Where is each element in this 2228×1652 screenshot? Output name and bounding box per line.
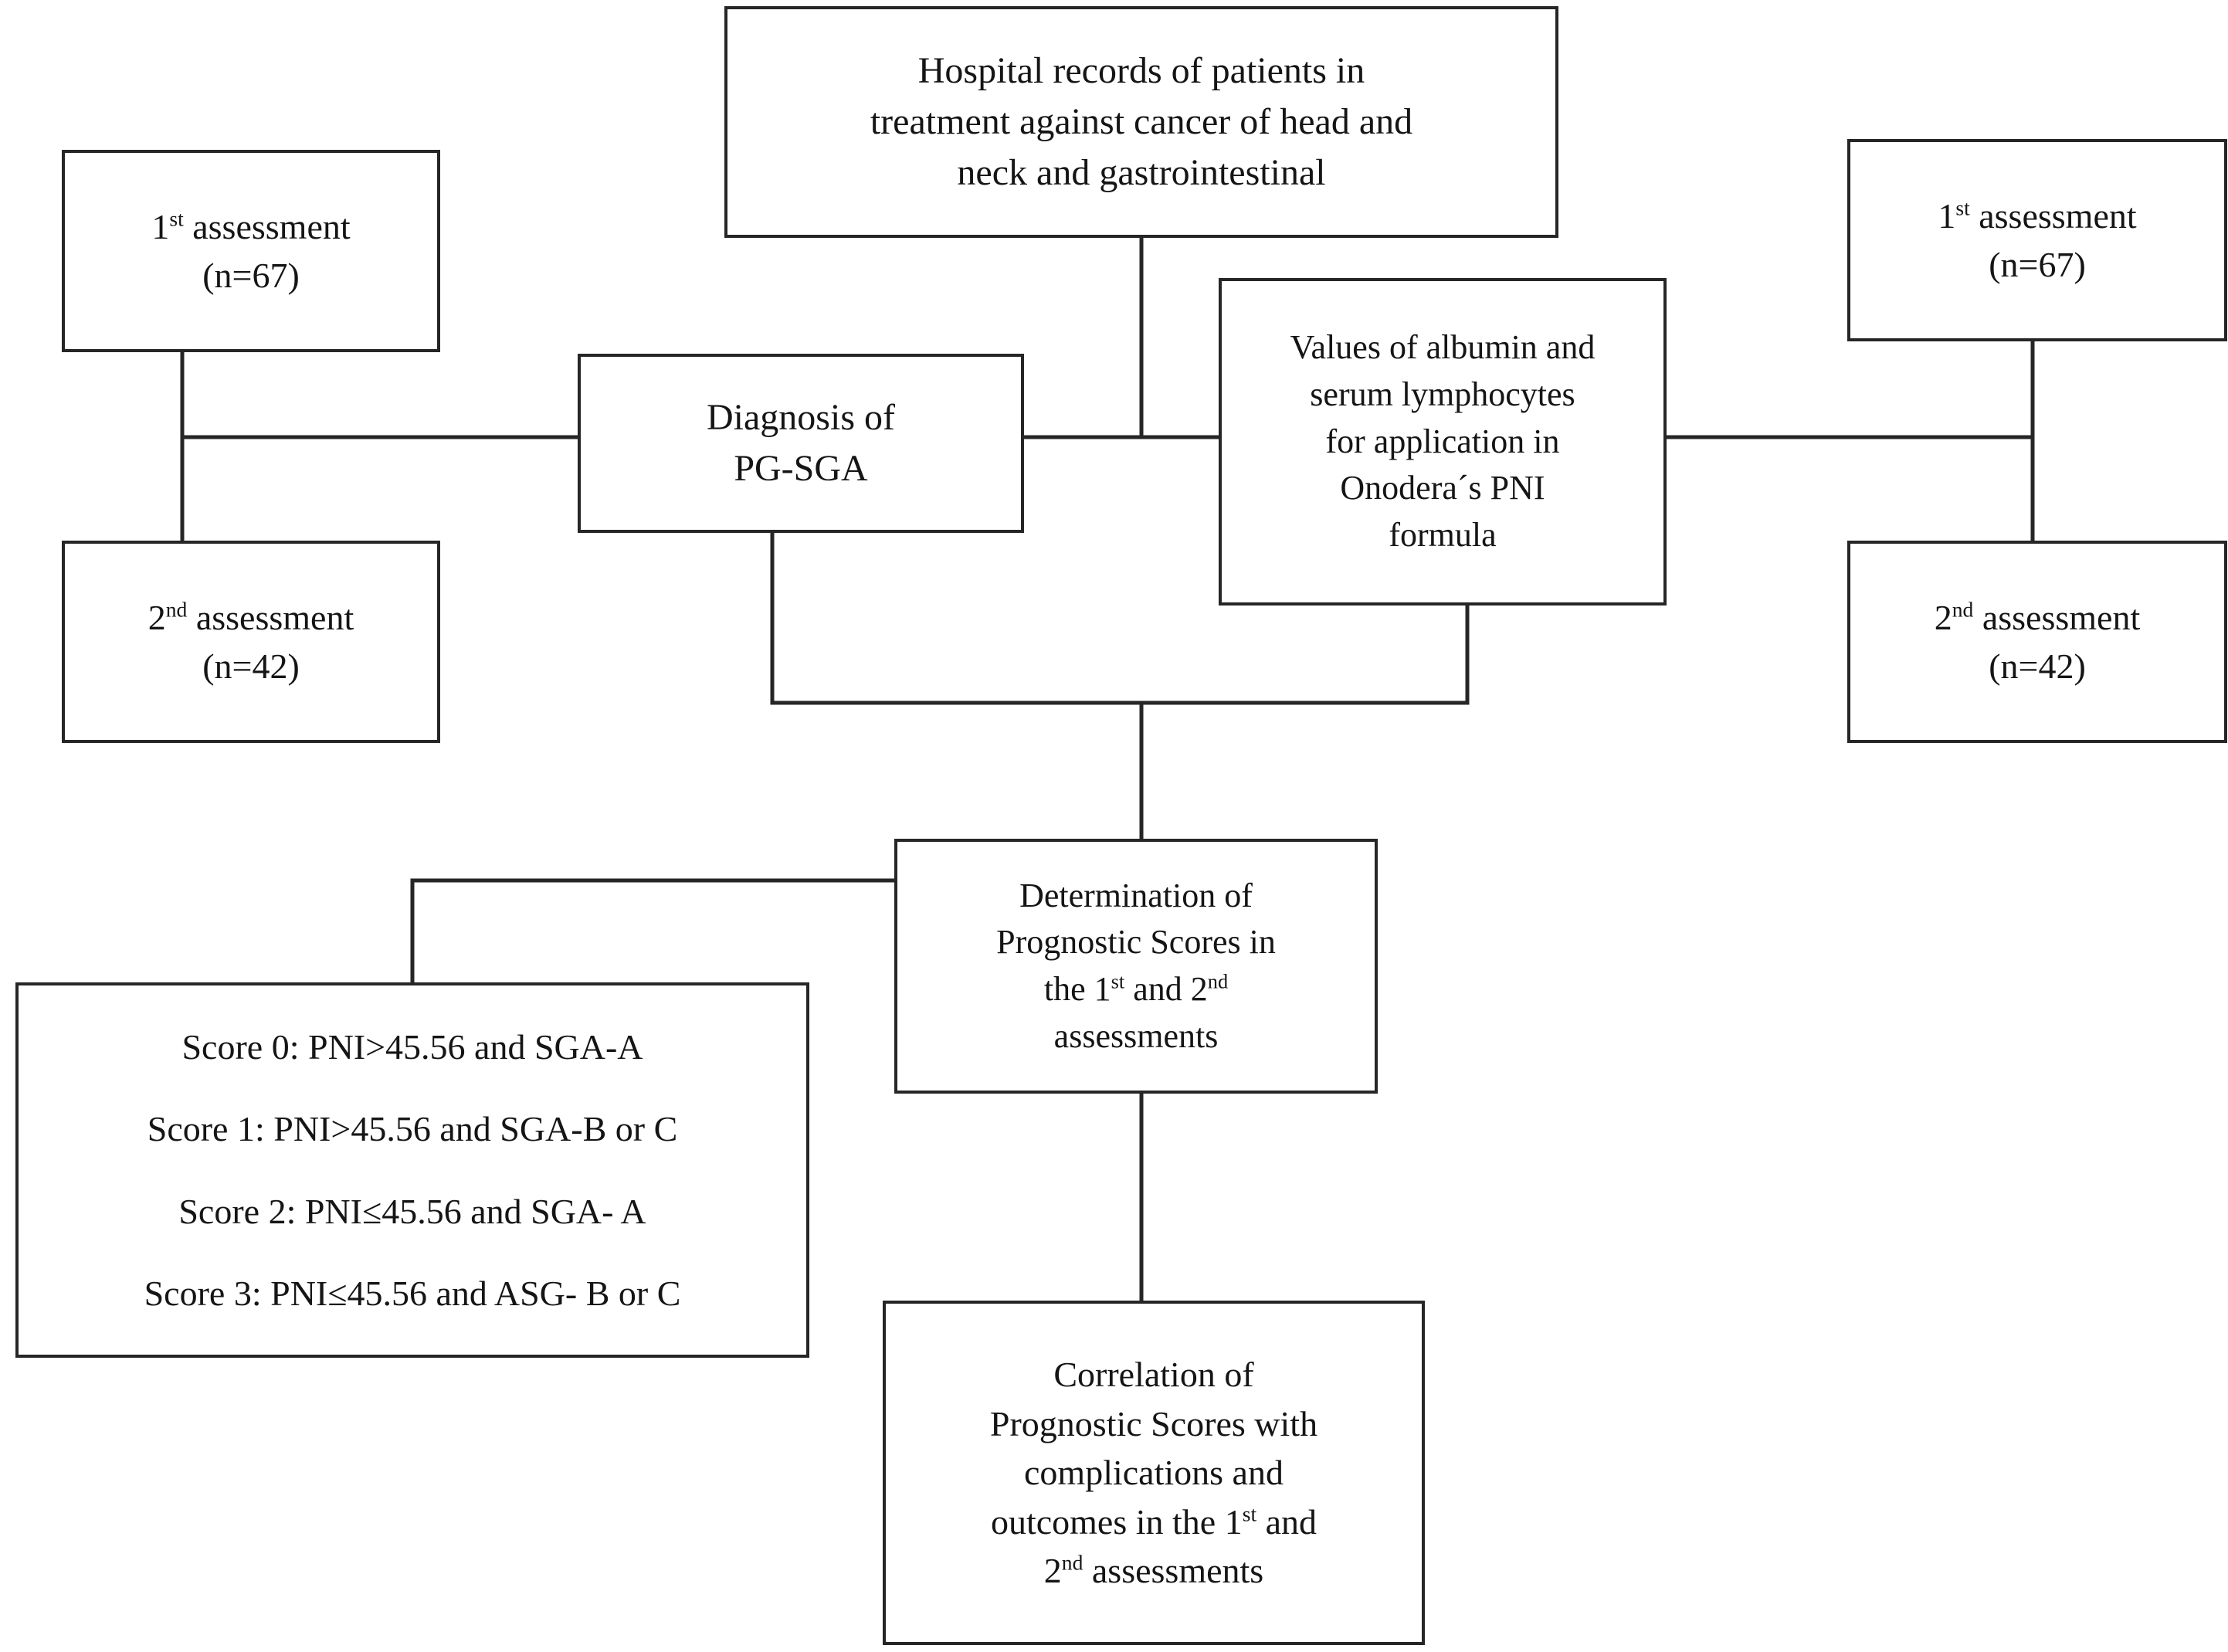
node-score-legend: Score 0: PNI>45.56 and SGA-A Score 1: PN… [15,982,809,1358]
correlation-line-2: Prognostic Scores with [989,1403,1318,1443]
determination-line3-sup1: st [1111,969,1125,993]
left-first-ordinal-suffix: st [169,206,184,231]
right-second-ordinal: 2 [1934,597,1952,637]
right-first-assessment-count: (n=67) [1989,245,2086,284]
determination-line3-mid: and 2 [1124,970,1208,1008]
albumin-line-4: Onodera´s PNI [1340,469,1545,507]
correlation-line-4: outcomes in the 1st and [991,1498,1317,1546]
node-hospital-records: Hospital records of patients in treatmen… [724,6,1558,238]
node-left-first-assessment: 1st assessment (n=67) [62,150,440,352]
determination-line3-sup2: nd [1207,969,1229,993]
determination-line-3: the 1st and 2nd [1044,966,1228,1013]
edge-pgsga-down-to-merge [770,533,1141,705]
correlation-line4-suffix: and [1256,1501,1317,1542]
right-first-ordinal-suffix: st [1955,195,1970,220]
pg-sga-line-2: PG-SGA [734,448,868,489]
correlation-line-3: complications and [1024,1453,1284,1493]
pg-sga-line-1: Diagnosis of [707,396,895,438]
left-second-ordinal-suffix: nd [165,597,188,622]
node-left-second-assessment: 2nd assessment (n=42) [62,541,440,743]
score-item-1: Score 1: PNI>45.56 and SGA-B or C [147,1109,678,1149]
right-second-assessment-count: (n=42) [1989,646,2086,686]
node-correlation-outcomes: Correlation of Prognostic Scores with co… [883,1301,1425,1645]
hospital-records-line-1: Hospital records of patients in [917,49,1365,91]
correlation-line5-suffix: assessments [1083,1551,1264,1591]
right-first-assessment-label: 1st assessment [1938,195,2137,236]
node-determination-prognostic-scores: Determination of Prognostic Scores in th… [894,839,1378,1094]
left-second-assessment-label: 2nd assessment [148,597,354,637]
determination-line-1: Determination of [1019,876,1253,914]
correlation-line5-prefix: 2 [1043,1551,1062,1591]
albumin-line-5: formula [1389,516,1497,555]
albumin-line-1: Values of albumin and [1290,328,1596,367]
left-first-assessment-count: (n=67) [202,256,300,295]
edge-determination-to-scores [410,878,894,982]
left-second-assessment-count: (n=42) [202,646,300,686]
node-pg-sga-diagnosis: Diagnosis of PG-SGA [578,354,1024,533]
determination-line-4: assessments [1053,1016,1219,1055]
right-first-ordinal: 1 [1938,195,1956,236]
score-item-3: Score 3: PNI≤45.56 and ASG- B or C [144,1274,681,1314]
determination-line3-prefix: the 1 [1043,970,1111,1008]
edge-albumin-down-to-merge [1141,606,1470,705]
left-second-ordinal: 2 [148,597,166,637]
albumin-line-2: serum lymphocytes [1310,375,1575,413]
node-albumin-lymphocytes-pni: Values of albumin and serum lymphocytes … [1219,278,1667,606]
score-item-2: Score 2: PNI≤45.56 and SGA- A [178,1191,646,1231]
right-second-ordinal-suffix: nd [1952,597,1974,622]
correlation-line-1: Correlation of [1053,1355,1254,1395]
correlation-line-5: 2nd assessments [1044,1546,1263,1595]
correlation-line4-prefix: outcomes in the 1 [990,1501,1243,1542]
left-first-ordinal: 1 [151,206,170,246]
hospital-records-line-2: treatment against cancer of head and [870,100,1413,142]
node-right-second-assessment: 2nd assessment (n=42) [1847,541,2227,743]
right-second-assessment-label: 2nd assessment [1934,597,2141,637]
correlation-line5-sup: nd [1061,1550,1083,1575]
hospital-records-line-3: neck and gastrointestinal [957,152,1326,194]
score-item-0: Score 0: PNI>45.56 and SGA-A [181,1026,643,1067]
left-first-assessment-label: 1st assessment [151,206,351,246]
determination-line-2: Prognostic Scores in [996,923,1276,962]
correlation-line4-sup: st [1242,1501,1257,1526]
albumin-line-3: for application in [1325,422,1560,460]
node-right-first-assessment: 1st assessment (n=67) [1847,139,2227,341]
